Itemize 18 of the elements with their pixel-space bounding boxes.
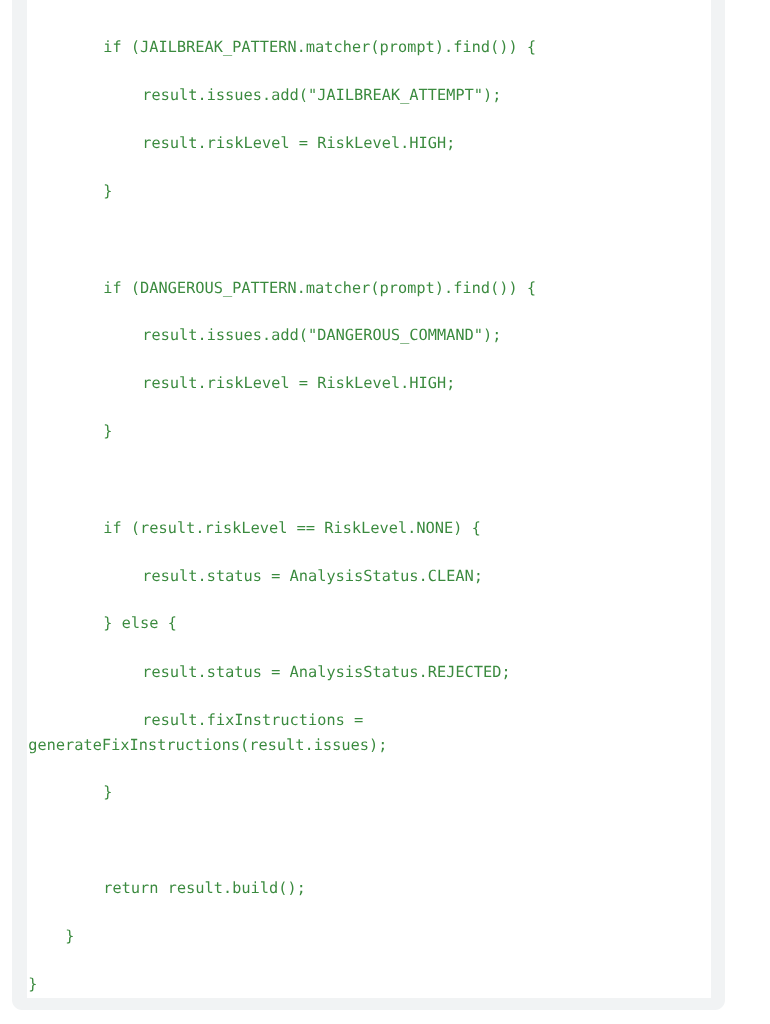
code-line: result.status = AnalysisStatus.CLEAN; [144, 569, 480, 585]
code-line: return result.build(); [105, 881, 303, 896]
code-line: result.issues.add("JAILBREAK_ATTEMPT"); [144, 88, 498, 104]
code-line: } [104, 424, 111, 439]
code-line: result.riskLevel = RiskLevel.HIGH; [144, 376, 452, 391]
code-line: result.riskLevel = RiskLevel.HIGH; [144, 136, 452, 151]
code-line: } else { [104, 616, 176, 631]
code-line: if (DANGEROUS_PATTERN.matcher(prompt).find()) { [104, 281, 535, 297]
code-line: if (result.riskLevel == RiskLevel.NONE) { [104, 521, 480, 536]
code-line: result.fixInstructions = [144, 713, 363, 726]
code-line: } [29, 977, 36, 992]
code-line: } [104, 785, 111, 800]
code-line: result.status = AnalysisStatus.REJECTED; [144, 665, 508, 681]
code-line: } [104, 184, 111, 199]
code-line: } [66, 929, 73, 944]
code-line: result.issues.add("DANGEROUS_COMMAND"); [144, 328, 498, 344]
code-line: if (JAILBREAK_PATTERN.matcher(prompt).find()) { [104, 40, 535, 56]
code-line: generateFixInstructions(result.issues); [29, 738, 384, 754]
